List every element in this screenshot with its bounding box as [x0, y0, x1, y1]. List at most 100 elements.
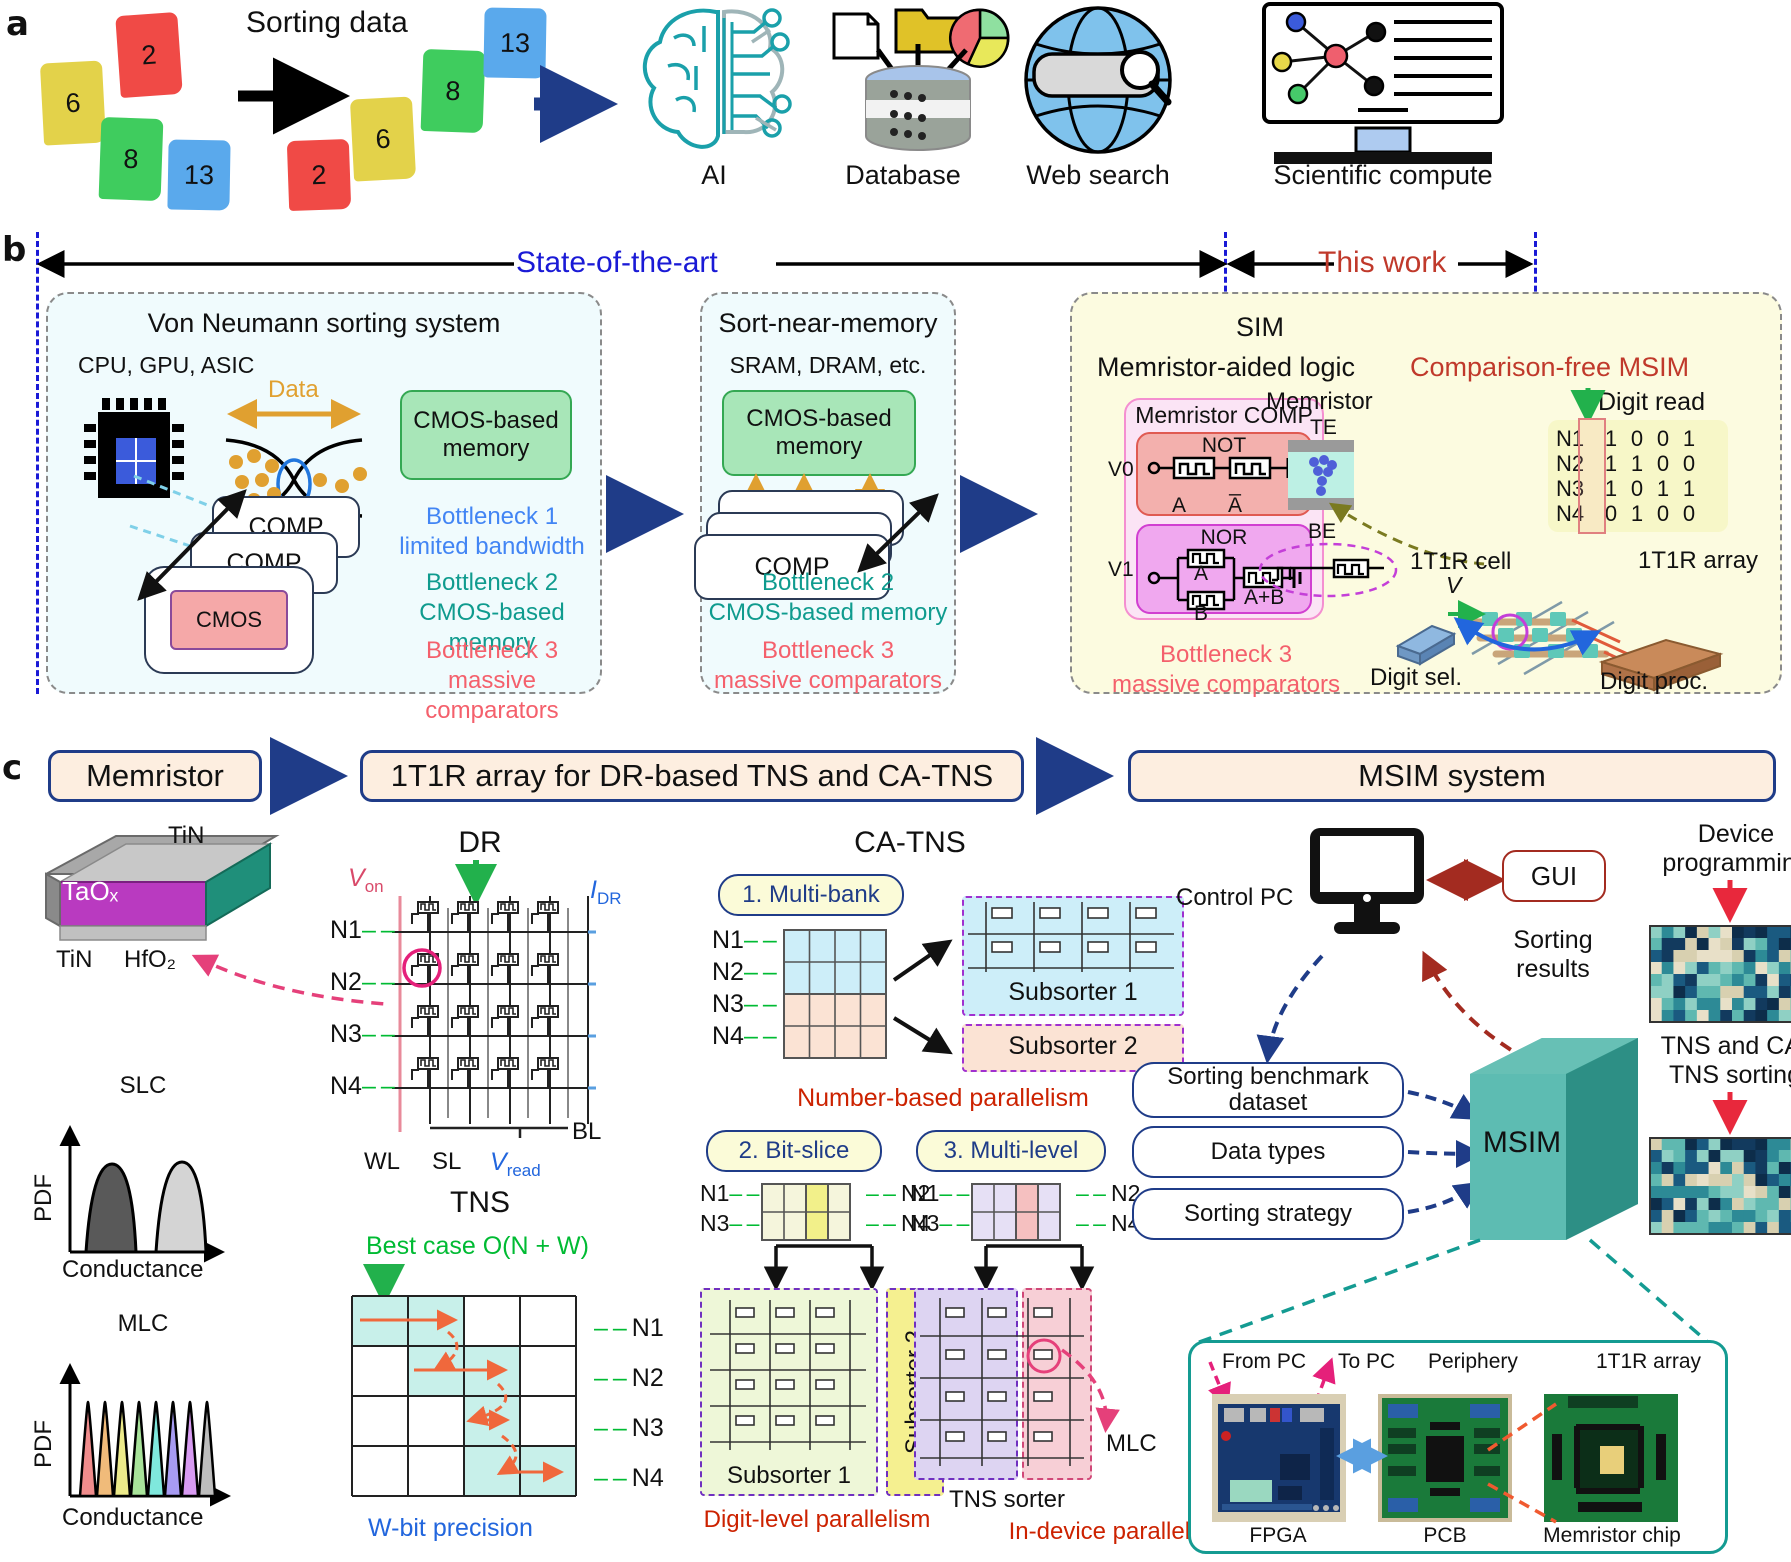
dr-circuit-part [460, 1059, 476, 1067]
row-label: – –N1 [594, 1314, 664, 1343]
catns-title: CA-TNS [854, 826, 966, 859]
msim-to-hardware-dashed-lines [1193, 1238, 1712, 1346]
pill-multi-level[interactable]: 3. Multi-level [916, 1130, 1106, 1172]
app-label-ai: AI [701, 160, 727, 190]
row-label: N1– – [700, 1180, 764, 1207]
heatmap-cell [1743, 950, 1756, 963]
dr-circuit-part [491, 1064, 499, 1080]
dash-connector-icon: – – [743, 958, 777, 986]
tns-row-labels: – –N1– –N2– –N3– –N4 [594, 1296, 684, 1508]
dr-title: DR [458, 826, 502, 859]
banner-1t1r-array[interactable]: 1T1R array for DR-based TNS and CA-TNS [360, 750, 1024, 802]
sort-arrow-icon [238, 57, 350, 135]
heatmap-cell [1696, 1138, 1710, 1151]
multilevel-grid-icon [971, 1183, 1061, 1241]
panel-b-scale-arrows [36, 250, 1534, 278]
heatmap-cell [1685, 1162, 1698, 1175]
heatmap-cell [1767, 950, 1780, 963]
nor-gate-out-label: A+B [1244, 586, 1285, 609]
gui-label: GUI [1530, 860, 1578, 891]
mlc-peak [163, 1400, 183, 1498]
pill-multi-bank-label: 1. Multi-bank [742, 881, 880, 908]
row-name: N1 [700, 1180, 730, 1206]
sort-card-unsorted-3: 13 [167, 139, 231, 211]
heatmap-cell [1673, 1138, 1686, 1151]
dr-green-arrow-icon [455, 860, 497, 906]
pill-bit-slice[interactable]: 2. Bit-slice [706, 1130, 882, 1172]
device-taox-label: TaOₓ [62, 876, 119, 906]
heatmap-cell [1673, 1210, 1686, 1223]
heatmap-cell [1720, 1138, 1733, 1151]
heatmap-cell [1673, 950, 1686, 963]
banner-memristor[interactable]: Memristor [48, 750, 262, 802]
input-sorting-benchmark-dataset[interactable]: Sorting benchmark dataset [1132, 1062, 1404, 1118]
heatmap-cell [1650, 938, 1663, 951]
heatmap-cell [1696, 1162, 1710, 1175]
gui-box[interactable]: GUI [1502, 850, 1606, 902]
digit-cell: 1 [1630, 500, 1644, 526]
heatmap-cell [1767, 1174, 1780, 1187]
bidirectional-black-arrow-2 [857, 493, 939, 573]
box1-to-box2-arrow-icon [606, 475, 684, 553]
heatmap-cell [1778, 1210, 1791, 1223]
tns-grid-part [496, 1434, 521, 1475]
dr-circuit-part [451, 960, 459, 976]
header-state-of-the-art: State-of-the-art [516, 246, 718, 279]
banner-msim-system[interactable]: MSIM system [1128, 750, 1776, 802]
dr-circuit-part [500, 1059, 516, 1067]
digit-proc-label: Digit proc. [1600, 668, 1709, 695]
heatmap-cell [1661, 1010, 1674, 1023]
heatmap-cell [1720, 998, 1733, 1011]
heatmap-cell [1661, 998, 1674, 1011]
sort-card-unsorted-2: 8 [98, 116, 164, 202]
heatmap-cell [1650, 1150, 1663, 1163]
bitslice-left-labels: N1– –N3– – [700, 1180, 760, 1244]
tns-green-arrow-icon [363, 1264, 405, 1306]
heatmap-cell [1743, 1210, 1756, 1223]
heatmap-cell [1755, 1174, 1768, 1187]
heatmap-cell [1732, 1186, 1745, 1199]
heatmap-cell [1720, 974, 1733, 987]
heatmap-cell [1708, 926, 1721, 939]
comp-label-2: COMP [754, 552, 830, 581]
heatmap-cell [1650, 926, 1663, 939]
heatmap-cell [1661, 986, 1674, 999]
cmos-memory-label-2: CMOS-based memory [746, 405, 892, 460]
dr-bl-label: BL [572, 1118, 602, 1145]
subsorter-1-circuit-icon [968, 902, 1174, 972]
heatmap-cell [1778, 1010, 1791, 1023]
mlc-peak [112, 1400, 132, 1498]
device-programming-label: Device programming [1662, 820, 1791, 877]
heatmap-cell [1755, 1210, 1768, 1223]
heatmap-cell [1685, 1198, 1698, 1211]
heatmap-cell [1778, 926, 1791, 939]
pill-multi-bank[interactable]: 1. Multi-bank [718, 874, 904, 916]
heatmap-cell [1767, 962, 1780, 975]
heatmap-cell [1696, 926, 1710, 939]
heatmap-cell [1650, 1010, 1663, 1023]
digit-cell: 1 [1682, 425, 1696, 451]
dr-circuit-part [540, 903, 556, 911]
heatmap-cell [1755, 926, 1768, 939]
sort-card-value: 6 [374, 123, 392, 154]
heatmap-cell [1708, 1162, 1721, 1175]
row-name: N3 [330, 1020, 362, 1048]
dash-connector-icon: – – [594, 1464, 627, 1492]
slc-title: SLC [119, 1072, 167, 1099]
pill-bit-slice-label: 2. Bit-slice [738, 1137, 850, 1164]
bitslice-subsorter1-label: Subsorter 1 [726, 1462, 852, 1489]
heatmap-cell [1720, 926, 1733, 939]
bidirectional-black-arrow-1 [137, 489, 247, 601]
heatmap-cell [1673, 1150, 1686, 1163]
sort-card-value: 6 [64, 87, 82, 118]
banner-arrow-2-icon [1036, 737, 1114, 815]
heatmap-cell [1673, 938, 1686, 951]
heatmap-cell [1720, 1222, 1733, 1235]
row-name: N3 [700, 1210, 730, 1236]
bitslice-right-labels: – –N2– –N4 [866, 1180, 946, 1244]
input-data-types[interactable]: Data types [1132, 1126, 1404, 1178]
input-sorting-strategy[interactable]: Sorting strategy [1132, 1188, 1404, 1240]
mlc-peak [95, 1400, 115, 1498]
